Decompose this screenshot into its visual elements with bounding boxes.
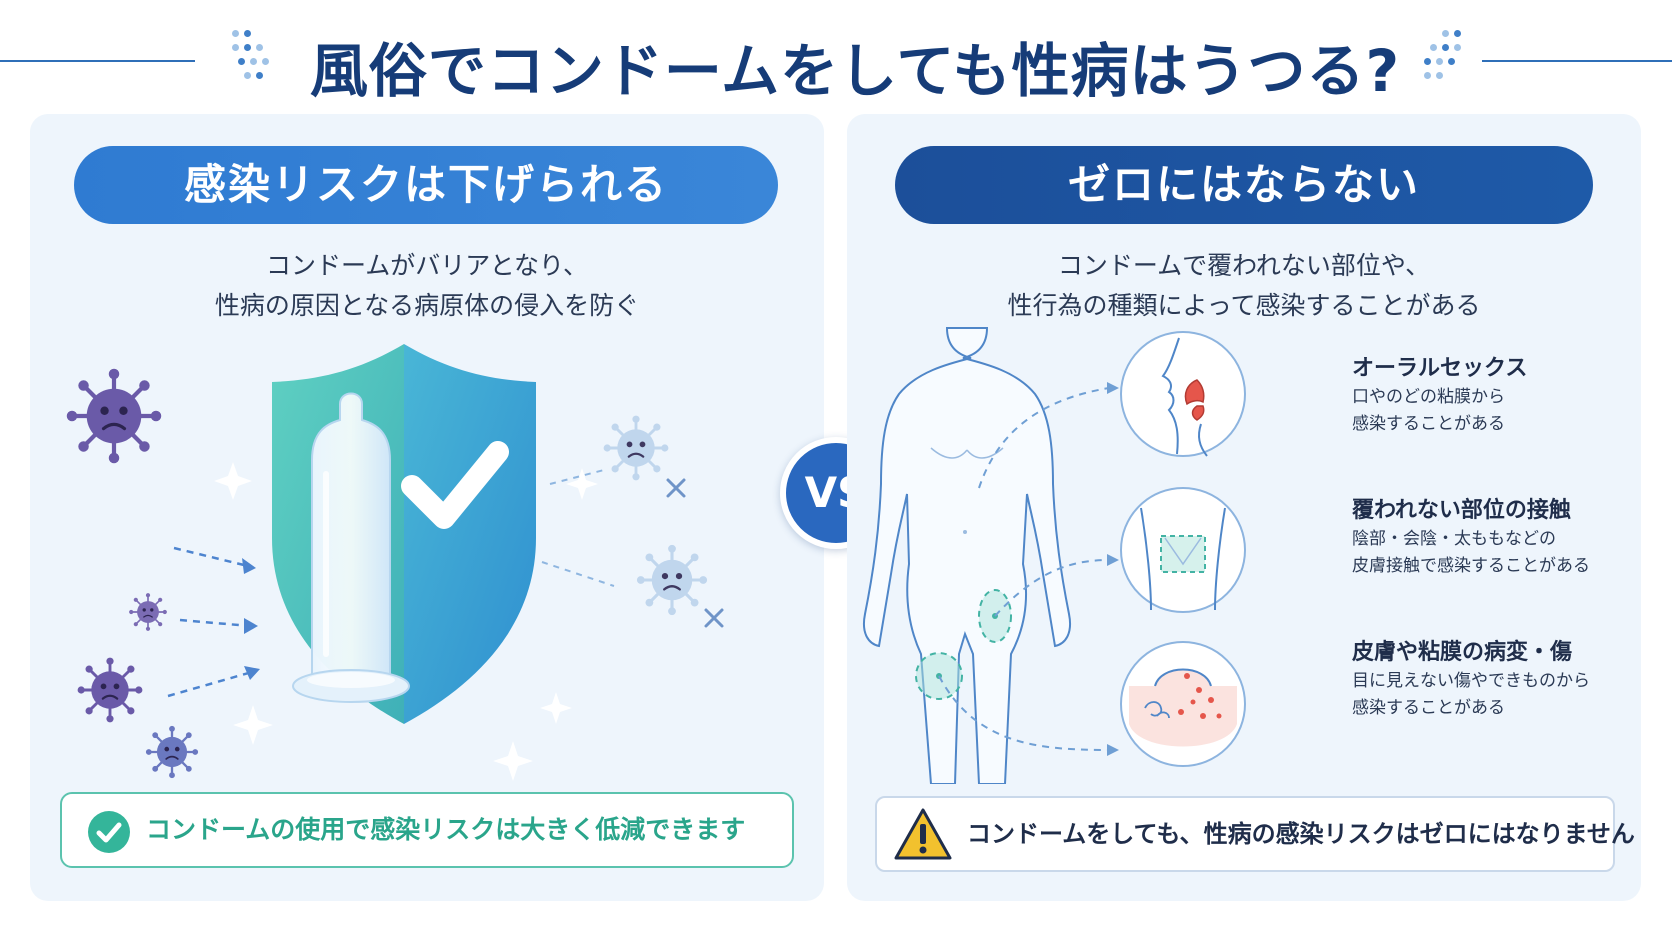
body-outline-icon: [863, 327, 1071, 784]
virus-blocked-icon: [602, 414, 670, 482]
arrow-head-icon: [242, 558, 260, 680]
left-desc-line1: コンドームがバリアとなり、: [265, 251, 588, 280]
dots-decoration-left: [228, 28, 276, 88]
virus-icon: [144, 724, 200, 780]
arrow-icon: [167, 546, 253, 698]
page-title: 風俗でコンドームをしても性病はうつる?: [309, 37, 1401, 105]
item-oral-desc-line1: 口やのどの粘膜から: [1352, 387, 1505, 407]
right-heading: ゼロにはならない: [895, 146, 1593, 224]
item-lesion-desc: 目に見えない傷やできものから 感染することがある: [1352, 668, 1590, 722]
dots-decoration-right: [1420, 28, 1468, 88]
item-contact-desc-line2: 皮膚接触で感染することがある: [1352, 556, 1590, 576]
protection-illustration: [30, 344, 724, 781]
title-rule-left: [0, 60, 195, 62]
oral-illustration-icon: [1120, 331, 1246, 457]
panel-risk-reduced: 感染リスクは下げられる コンドームがバリアとなり、 性病の原因となる病原体の侵入…: [30, 114, 824, 901]
check-circle-icon: [88, 811, 130, 853]
left-footer-note: コンドームの使用で感染リスクは大きく低減できます: [60, 792, 794, 868]
virus-blocked-icon: [635, 543, 709, 617]
left-heading: 感染リスクは下げられる: [74, 146, 778, 224]
item-oral-desc: 口やのどの粘膜から 感染することがある: [1352, 384, 1505, 438]
sparkle-icon: [214, 462, 598, 781]
item-contact-desc: 陰部・会陰・太ももなどの 皮膚接触で感染することがある: [1352, 526, 1590, 580]
virus-icon: [128, 592, 168, 632]
item-oral-title: オーラルセックス: [1352, 356, 1528, 381]
condom-icon: [292, 392, 410, 703]
virus-icon: [76, 656, 144, 724]
right-warning-note: コンドームをしても、性病の感染リスクはゼロにはなりません: [875, 796, 1635, 872]
right-desc-line2: 性行為の種類によって感染することがある: [1007, 291, 1481, 320]
item-lesion-desc-line2: 感染することがある: [1352, 698, 1505, 718]
left-desc-line2: 性病の原因となる病原体の侵入を防ぐ: [214, 291, 640, 320]
left-footer-text: コンドームの使用で感染リスクは大きく低減できます: [146, 815, 746, 844]
warning-icon: [894, 808, 952, 860]
item-contact-desc-line1: 陰部・会陰・太ももなどの: [1352, 529, 1556, 549]
virus-icon: [67, 369, 162, 464]
skin-lesion-illustration-icon: [1120, 641, 1246, 767]
check-icon: [401, 441, 509, 529]
item-lesion-desc-line1: 目に見えない傷やできものから: [1352, 671, 1590, 691]
item-contact-title: 覆われない部位の接触: [1352, 498, 1571, 523]
uncovered-area-illustration-icon: [1120, 487, 1246, 613]
title-rule-right: [1482, 60, 1672, 62]
item-oral-desc-line2: 感染することがある: [1352, 414, 1505, 434]
header: 風俗でコンドームをしても性病はうつる?: [0, 0, 1672, 120]
left-description: コンドームがバリアとなり、 性病の原因となる病原体の侵入を防ぐ: [30, 246, 824, 326]
deflect-line-icon: [541, 469, 615, 587]
right-warning-text: コンドームをしても、性病の感染リスクはゼロにはなりません: [967, 820, 1635, 848]
right-description: コンドームで覆われない部位や、 性行為の種類によって感染することがある: [847, 246, 1641, 326]
arrow-head-icon: [1107, 382, 1119, 756]
right-desc-line1: コンドームで覆われない部位や、: [1057, 251, 1431, 280]
cross-icon: [666, 478, 724, 628]
exposure-illustration: [863, 327, 1246, 784]
item-lesion-title: 皮膚や粘膜の病変・傷: [1352, 640, 1573, 665]
connector-icon: [938, 387, 1110, 751]
panel-not-zero: ゼロにはならない コンドームで覆われない部位や、 性行為の種類によって感染するこ…: [847, 114, 1641, 901]
